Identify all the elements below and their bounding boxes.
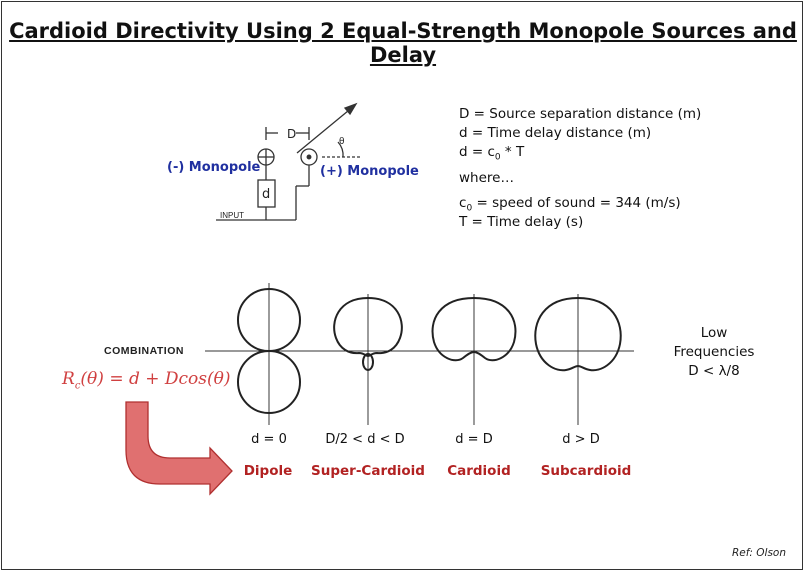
negative-monopole-label: (-) Monopole xyxy=(167,160,261,175)
name-subcardioid: Subcardioid xyxy=(540,463,632,479)
supercardioid-rear-lobe xyxy=(362,353,374,371)
name-supercardioid: Super-Cardioid xyxy=(311,463,425,479)
low-frequency-note: Low Frequencies D < λ/8 xyxy=(664,324,764,381)
condition-subcardioid: d > D xyxy=(562,432,600,447)
source-schematic xyxy=(216,102,362,221)
low-frequency-line1: Low xyxy=(700,325,728,341)
subcardioid-lobe xyxy=(534,296,622,372)
directivity-formula: Rc(θ) = d + Dcos(θ) xyxy=(62,369,231,392)
definition-D: D = Source separation distance (m) xyxy=(459,106,702,122)
name-cardioid: Cardioid xyxy=(447,463,511,479)
delay-label: d xyxy=(262,187,270,202)
dipole-rear-lobe xyxy=(237,350,301,414)
definition-d: d = Time delay distance (m) xyxy=(459,125,652,141)
definition-where: where… xyxy=(459,170,514,186)
definition-c0: c0 = speed of sound = 344 (m/s) xyxy=(459,195,681,214)
direction-arrowhead-icon xyxy=(343,102,358,116)
condition-dipole: d = 0 xyxy=(251,432,287,447)
supercardioid-pattern xyxy=(333,294,403,425)
condition-supercardioid: D/2 < d < D xyxy=(325,432,405,447)
curved-arrow-icon xyxy=(125,401,233,496)
condition-cardioid: d = D xyxy=(455,432,493,447)
definition-d-formula: d = c0 * T xyxy=(459,144,525,163)
cardioid-pattern xyxy=(431,294,517,425)
slide-title: Cardioid Directivity Using 2 Equal-Stren… xyxy=(9,19,797,67)
supercardioid-front-lobe xyxy=(333,296,403,358)
angle-label: θ xyxy=(339,137,345,147)
reference-note: Ref: Olson xyxy=(731,547,786,559)
positive-monopole-label: (+) Monopole xyxy=(320,164,419,179)
cardioid-lobe xyxy=(431,296,517,362)
low-frequency-line2: Frequencies xyxy=(673,344,755,360)
definition-T: T = Time delay (s) xyxy=(459,214,584,230)
input-label: INPUT xyxy=(220,211,244,220)
subcardioid-pattern xyxy=(534,294,622,425)
low-frequency-line3: D < λ/8 xyxy=(688,363,740,379)
name-dipole: Dipole xyxy=(243,463,293,479)
separation-label: D xyxy=(287,127,296,141)
angle-arc xyxy=(337,141,344,158)
combination-label: COMBINATION xyxy=(104,345,184,357)
positive-monopole-dot xyxy=(306,154,312,160)
dipole-pattern xyxy=(237,283,301,425)
direction-line xyxy=(296,105,355,154)
